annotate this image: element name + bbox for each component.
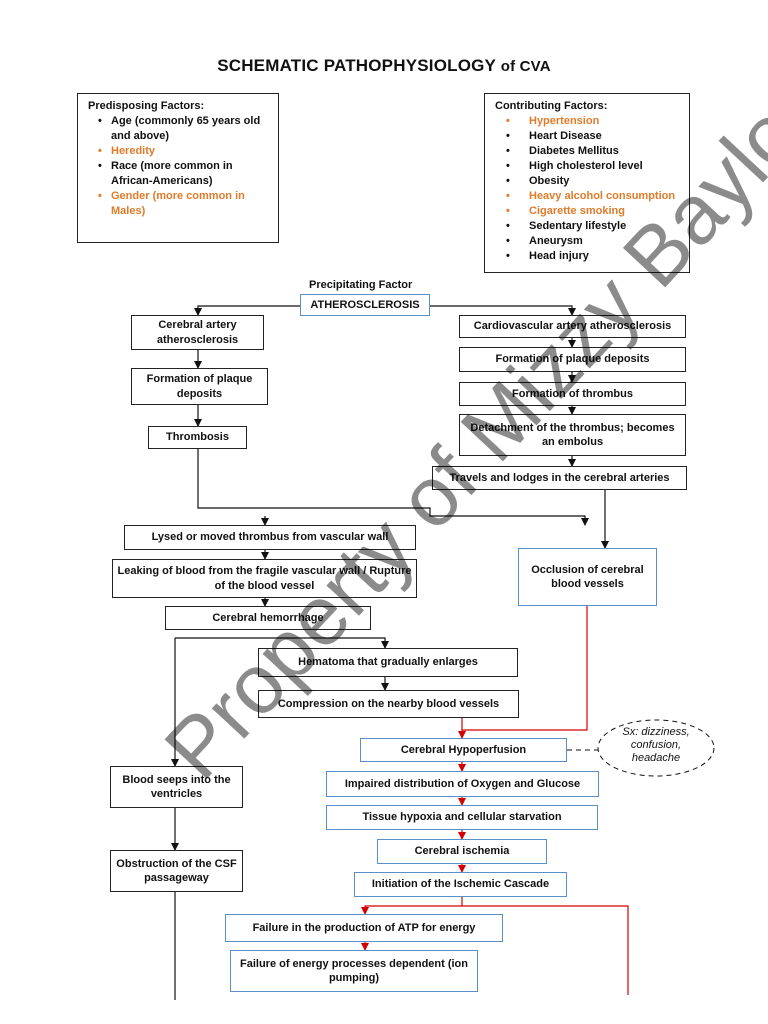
- node-formation-thrombus: Formation of thrombus: [459, 382, 686, 406]
- predisposing-factors-box: Predisposing Factors: Age (commonly 65 y…: [77, 93, 279, 243]
- contributing-item: Obesity: [495, 174, 683, 189]
- contributing-item: Cigarette smoking: [495, 204, 683, 219]
- precipitating-label: Precipitating Factor: [309, 279, 413, 291]
- node-occlusion: Occlusion of cerebral blood vessels: [518, 548, 657, 606]
- arrow-to-cerebral-artery: [194, 305, 300, 316]
- node-cerebral-artery: Cerebral artery atherosclerosis: [131, 315, 264, 350]
- node-hematoma: Hematoma that gradually enlarges: [258, 648, 518, 677]
- node-hemorrhage: Cerebral hemorrhage: [165, 606, 371, 630]
- node-ischemia: Cerebral ischemia: [377, 839, 547, 864]
- symptoms-text: Sx: dizziness, confusion, headache: [622, 726, 690, 765]
- node-detachment: Detachment of the thrombus; becomes an e…: [459, 414, 686, 456]
- arrow-to-cardio: [430, 305, 576, 316]
- contributing-item: Diabetes Mellitus: [495, 144, 683, 159]
- node-travels: Travels and lodges in the cerebral arter…: [432, 466, 687, 490]
- predisposing-item: Gender (more common in Males): [88, 189, 272, 219]
- symptoms-bubble: [597, 719, 715, 777]
- node-seeps: Blood seeps into the ventricles: [110, 766, 243, 808]
- node-atp: Failure in the production of ATP for ene…: [225, 914, 503, 942]
- node-hypoxia: Tissue hypoxia and cellular starvation: [326, 805, 598, 830]
- predisposing-item: Heredity: [88, 144, 272, 159]
- predisposing-item: Age (commonly 65 years old and above): [88, 114, 272, 144]
- node-cascade: Initiation of the Ischemic Cascade: [354, 872, 567, 897]
- contributing-factors-box: Contributing Factors: Hypertension Heart…: [484, 93, 690, 273]
- predisposing-heading: Predisposing Factors:: [88, 100, 205, 112]
- node-leaking: Leaking of blood from the fragile vascul…: [112, 559, 417, 598]
- contributing-item: Heart Disease: [495, 129, 683, 144]
- node-obstruction: Obstruction of the CSF passageway: [110, 850, 243, 892]
- node-thrombosis: Thrombosis: [148, 426, 247, 449]
- contributing-item: Hypertension: [495, 114, 683, 129]
- node-formation-left: Formation of plaque deposits: [131, 368, 268, 405]
- contributing-item: Sedentary lifestyle: [495, 219, 683, 234]
- node-impaired: Impaired distribution of Oxygen and Gluc…: [326, 771, 599, 797]
- contributing-item: High cholesterol level: [495, 159, 683, 174]
- node-lysed: Lysed or moved thrombus from vascular wa…: [124, 525, 416, 550]
- node-compression: Compression on the nearby blood vessels: [258, 690, 519, 718]
- contributing-heading: Contributing Factors:: [495, 100, 608, 112]
- contributing-item: Aneurysm: [495, 234, 683, 249]
- predisposing-item: Race (more common in African-Americans): [88, 159, 272, 189]
- contributing-item: Head injury: [495, 249, 683, 264]
- page-title: SCHEMATIC PATHOPHYSIOLOGY of CVA: [217, 56, 551, 75]
- contributing-item: Heavy alcohol consumption: [495, 189, 683, 204]
- node-formation-right: Formation of plaque deposits: [459, 347, 686, 372]
- node-energy: Failure of energy processes dependent (i…: [230, 950, 478, 992]
- node-cardio: Cardiovascular artery atherosclerosis: [459, 315, 686, 338]
- node-hypoperfusion: Cerebral Hypoperfusion: [360, 738, 567, 762]
- node-atherosclerosis: ATHEROSCLEROSIS: [300, 294, 430, 316]
